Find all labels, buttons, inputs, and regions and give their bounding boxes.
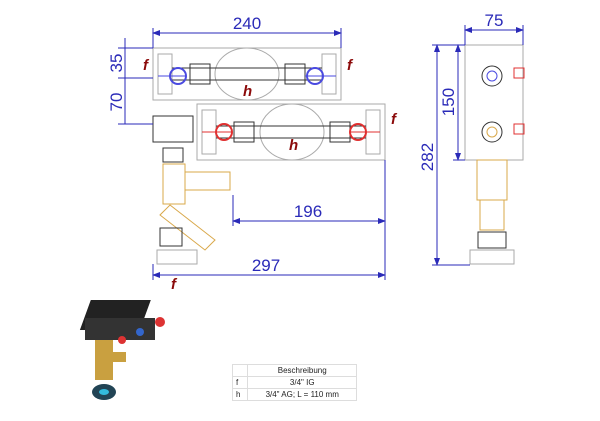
- dim-70: 70: [107, 93, 126, 112]
- row-value: 3/4" IG: [247, 376, 357, 389]
- dim-240: 240: [233, 14, 261, 33]
- label-f: f: [171, 276, 178, 293]
- dim-282: 282: [418, 143, 437, 171]
- label-f: f: [391, 111, 398, 128]
- row-key: h: [231, 388, 249, 401]
- dimension-lines: [118, 25, 524, 280]
- label-f: f: [347, 57, 354, 74]
- label-f: f: [143, 57, 150, 74]
- table-header: Beschreibung: [247, 364, 357, 377]
- dim-75: 75: [485, 11, 504, 30]
- dim-196: 196: [294, 202, 322, 221]
- product-3d-image: [79, 300, 165, 400]
- brass-valve-fitting: [152, 115, 231, 265]
- lower-manifold: [196, 103, 386, 161]
- dim-35: 35: [107, 54, 126, 73]
- dim-297: 297: [252, 256, 280, 275]
- row-key: f: [231, 376, 249, 389]
- row-value: 3/4" AG; L = 110 mm: [247, 388, 357, 401]
- upper-manifold: [152, 47, 342, 101]
- label-h: h: [289, 137, 298, 154]
- dim-150: 150: [439, 88, 458, 116]
- side-view: [464, 44, 525, 265]
- label-h: h: [243, 83, 252, 100]
